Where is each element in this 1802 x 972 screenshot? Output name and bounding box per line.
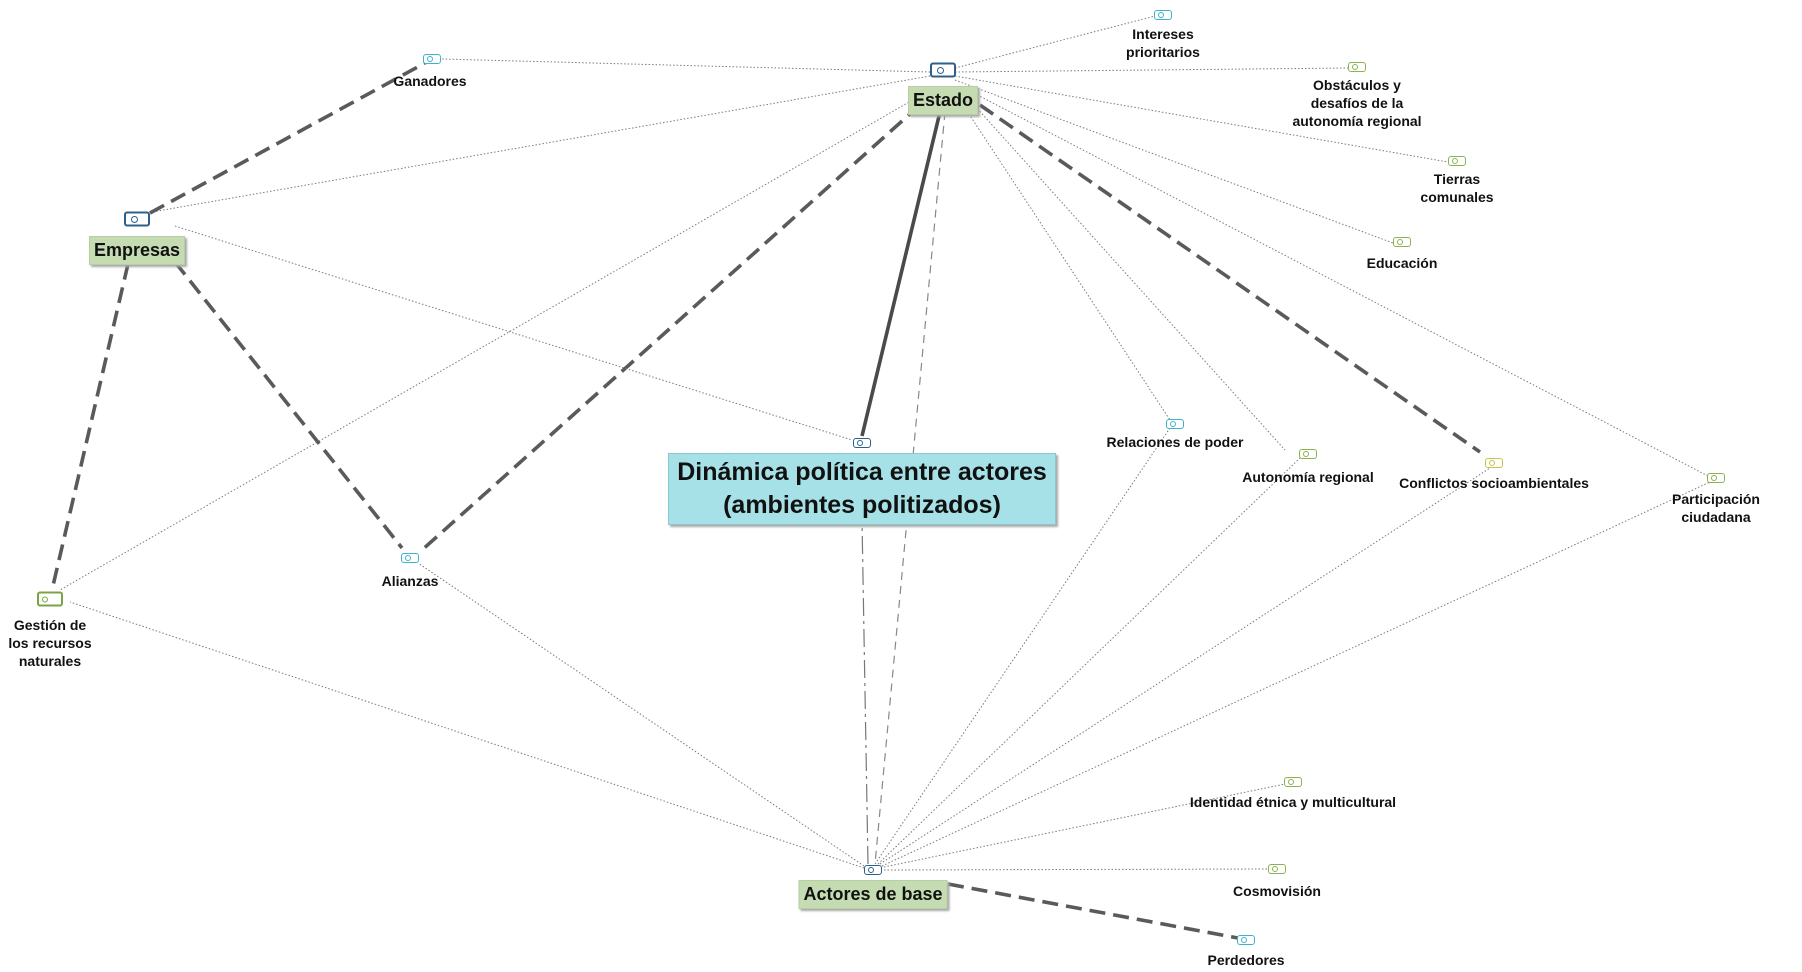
node-cosmovision[interactable]: Cosmovisión: [1233, 883, 1321, 899]
empresas-code-icon: [124, 211, 150, 227]
relaciones-code-icon: [1166, 419, 1184, 429]
actores-code-icon: [864, 865, 882, 875]
edge-actores-perdedores: [947, 882, 1239, 940]
node-alianzas[interactable]: Alianzas: [381, 573, 439, 589]
intereses-code-icon: [1154, 10, 1172, 20]
tierras-code-icon: [1448, 156, 1466, 166]
perdedores-code-icon: [1237, 935, 1255, 945]
node-conflictos[interactable]: Conflictos socioambientales: [1399, 475, 1589, 491]
edge-actores-participacion: [881, 481, 1711, 867]
cosmovision-code-icon: [1268, 864, 1286, 874]
node-gestion[interactable]: Gestión de los recursos naturales: [8, 617, 92, 669]
conflictos-code-icon: [1485, 458, 1503, 468]
node-identidad[interactable]: Identidad étnica y multicultural: [1189, 794, 1397, 810]
node-educacion[interactable]: Educación: [1366, 255, 1438, 271]
edge-estado-participacion: [967, 89, 1709, 477]
node-tierras[interactable]: Tierras comunales: [1420, 171, 1494, 205]
edge-estado-educacion: [954, 79, 1394, 244]
edge-estado-conflictos: [978, 103, 1482, 454]
node-perdedores[interactable]: Perdedores: [1207, 952, 1285, 968]
edge-empresas-alianzas: [173, 260, 404, 550]
gestion-code-icon: [37, 591, 63, 607]
edge-actores-relaciones: [874, 427, 1171, 865]
edge-actores-cosmovision: [883, 868, 1269, 871]
node-intereses[interactable]: Intereses prioritarios: [1126, 26, 1200, 60]
node-participacion[interactable]: Participación ciudadana: [1672, 491, 1760, 525]
alianzas-code-icon: [401, 553, 419, 563]
edge-estado-tierras: [954, 75, 1449, 163]
edge-estado-dinamica: [860, 111, 942, 437]
edge-estado-intereses: [954, 15, 1156, 69]
edge-estado-empresas: [151, 75, 931, 213]
edge-actores-conflictos: [879, 467, 1491, 865]
edge-estado-gestion: [59, 89, 931, 591]
edge-estado-obstaculos: [954, 67, 1349, 73]
edge-actores-alianzas: [417, 562, 865, 867]
node-relaciones[interactable]: Relaciones de poder: [1106, 434, 1244, 450]
edge-actores-autonomia: [877, 457, 1301, 865]
node-ganadores[interactable]: Ganadores: [393, 73, 467, 89]
edge-estado-autonomia: [974, 105, 1286, 451]
participacion-code-icon: [1707, 473, 1725, 483]
educacion-code-icon: [1393, 237, 1411, 247]
edge-empresas-gestion: [50, 263, 130, 591]
edge-estado-alianzas: [420, 103, 922, 552]
identidad-code-icon: [1284, 777, 1302, 787]
edge-empresas-dinamica: [174, 225, 853, 441]
node-autonomia[interactable]: Autonomía regional: [1242, 469, 1374, 485]
dinamica-code-icon: [853, 438, 871, 448]
node-obstaculos[interactable]: Obstáculos y desafíos de la autonomía re…: [1292, 77, 1422, 129]
edge-actores-dinamica: [861, 519, 869, 865]
edge-empresas-ganadores: [149, 61, 426, 215]
edge-estado-ganadores: [441, 58, 931, 73]
ganadores-code-icon: [423, 54, 441, 64]
obstaculos-code-icon: [1348, 62, 1366, 72]
edge-actores-gestion: [69, 601, 865, 869]
estado-code-icon: [930, 62, 956, 78]
edge-estado-relaciones: [964, 107, 1171, 421]
node-actores[interactable]: Actores de base: [798, 880, 948, 909]
node-empresas[interactable]: Empresas: [88, 236, 186, 265]
node-estado[interactable]: Estado: [907, 86, 979, 115]
autonomia-code-icon: [1299, 449, 1317, 459]
node-dinamica[interactable]: Dinámica política entre actores (ambient…: [668, 453, 1056, 525]
